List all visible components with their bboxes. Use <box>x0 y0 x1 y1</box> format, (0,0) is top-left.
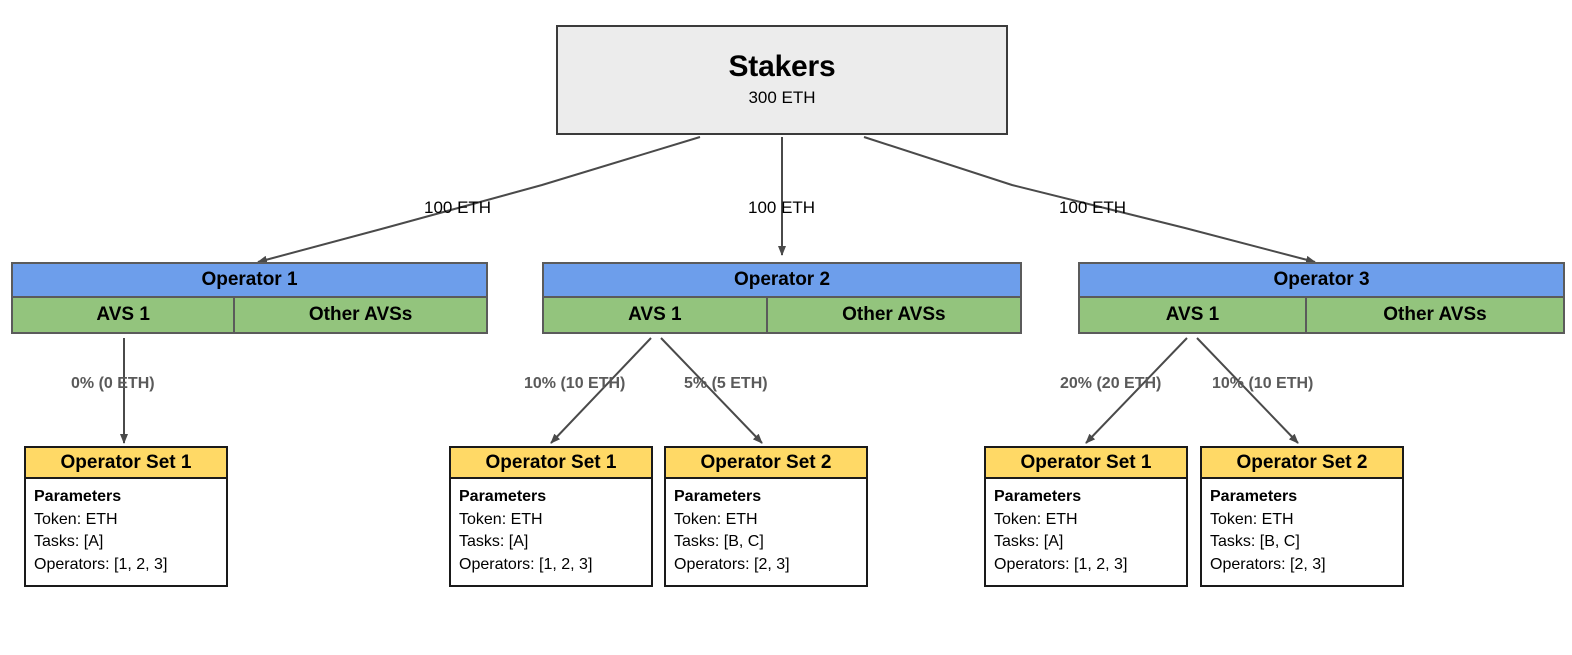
operator-set-card-op2-set2[interactable]: Operator Set 2 Parameters Token: ETH Tas… <box>664 446 868 587</box>
operator-block-1[interactable]: Operator 1 AVS 1 Other AVSs <box>11 262 488 334</box>
param-operators: Operators: [1, 2, 3] <box>459 556 593 574</box>
operator-2-name: Operator 2 <box>544 264 1020 298</box>
operator-set-title-op2-set1: Operator Set 1 <box>449 446 653 479</box>
operator-set-title-op3-set1: Operator Set 1 <box>984 446 1188 479</box>
params-heading: Parameters <box>34 488 122 505</box>
operator-set-title-op2-set2: Operator Set 2 <box>664 446 868 479</box>
operator-2-avs-row: AVS 1 Other AVSs <box>544 298 1020 332</box>
operator-2-other-avss[interactable]: Other AVSs <box>767 298 1020 332</box>
edge-label-stake-operator-3: 100 ETH <box>1059 198 1127 217</box>
params-heading: Parameters <box>994 488 1082 505</box>
params-heading: Parameters <box>674 488 762 505</box>
edge-label-stake-operator-2: 100 ETH <box>748 198 816 217</box>
param-tasks: Tasks: [A] <box>34 533 104 551</box>
allocation-label-op3-set2: 10% (10 ETH) <box>1212 375 1314 392</box>
param-operators: Operators: [1, 2, 3] <box>34 556 168 574</box>
operator-1-avs-1[interactable]: AVS 1 <box>13 298 236 332</box>
operator-set-card-op3-set1[interactable]: Operator Set 1 Parameters Token: ETH Tas… <box>984 446 1188 587</box>
operator-set-card-op3-set2[interactable]: Operator Set 2 Parameters Token: ETH Tas… <box>1200 446 1404 587</box>
params-heading: Parameters <box>459 488 547 505</box>
allocation-label-op3-set1: 20% (20 ETH) <box>1060 375 1162 392</box>
operator-1-avs-row: AVS 1 Other AVSs <box>13 298 486 332</box>
operator-block-3[interactable]: Operator 3 AVS 1 Other AVSs <box>1078 262 1565 334</box>
param-token: Token: ETH <box>459 510 543 528</box>
operator-set-body-op3-set2: Parameters Token: ETH Tasks: [B, C] Oper… <box>1200 479 1404 587</box>
operator-set-body-op1-set1: Parameters Token: ETH Tasks: [A] Operato… <box>24 479 228 587</box>
operator-3-avs-1[interactable]: AVS 1 <box>1080 298 1307 332</box>
allocation-label-op1-set1: 0% (0 ETH) <box>71 375 155 392</box>
param-token: Token: ETH <box>674 510 758 528</box>
operator-2-avs-1[interactable]: AVS 1 <box>544 298 768 332</box>
operator-1-name: Operator 1 <box>13 264 486 298</box>
param-tasks: Tasks: [A] <box>459 533 529 551</box>
param-token: Token: ETH <box>994 510 1078 528</box>
edge-label-stake-operator-1: 100 ETH <box>424 198 492 217</box>
param-tasks: Tasks: [B, C] <box>674 533 764 551</box>
operator-set-title-op1-set1: Operator Set 1 <box>24 446 228 479</box>
param-tasks: Tasks: [B, C] <box>1210 533 1300 551</box>
operator-set-body-op3-set1: Parameters Token: ETH Tasks: [A] Operato… <box>984 479 1188 587</box>
param-operators: Operators: [2, 3] <box>674 556 790 574</box>
operator-1-other-avss[interactable]: Other AVSs <box>235 298 486 332</box>
operator-set-title-op3-set2: Operator Set 2 <box>1200 446 1404 479</box>
operator-set-body-op2-set2: Parameters Token: ETH Tasks: [B, C] Oper… <box>664 479 868 587</box>
params-heading: Parameters <box>1210 488 1298 505</box>
operator-set-body-op2-set1: Parameters Token: ETH Tasks: [A] Operato… <box>449 479 653 587</box>
operator-set-card-op1-set1[interactable]: Operator Set 1 Parameters Token: ETH Tas… <box>24 446 228 587</box>
allocation-label-op2-set2: 5% (5 ETH) <box>684 375 768 392</box>
stakers-amount: 300 ETH <box>748 88 816 108</box>
operator-3-avs-row: AVS 1 Other AVSs <box>1080 298 1563 332</box>
stakers-title: Stakers <box>728 49 836 83</box>
param-token: Token: ETH <box>1210 510 1294 528</box>
param-operators: Operators: [1, 2, 3] <box>994 556 1128 574</box>
operator-3-other-avss[interactable]: Other AVSs <box>1307 298 1563 332</box>
allocation-label-op2-set1: 10% (10 ETH) <box>524 375 626 392</box>
param-token: Token: ETH <box>34 510 118 528</box>
stakers-box[interactable]: Stakers 300 ETH <box>556 25 1008 135</box>
param-tasks: Tasks: [A] <box>994 533 1064 551</box>
operator-block-2[interactable]: Operator 2 AVS 1 Other AVSs <box>542 262 1022 334</box>
param-operators: Operators: [2, 3] <box>1210 556 1326 574</box>
operator-set-card-op2-set1[interactable]: Operator Set 1 Parameters Token: ETH Tas… <box>449 446 653 587</box>
operator-3-name: Operator 3 <box>1080 264 1563 298</box>
